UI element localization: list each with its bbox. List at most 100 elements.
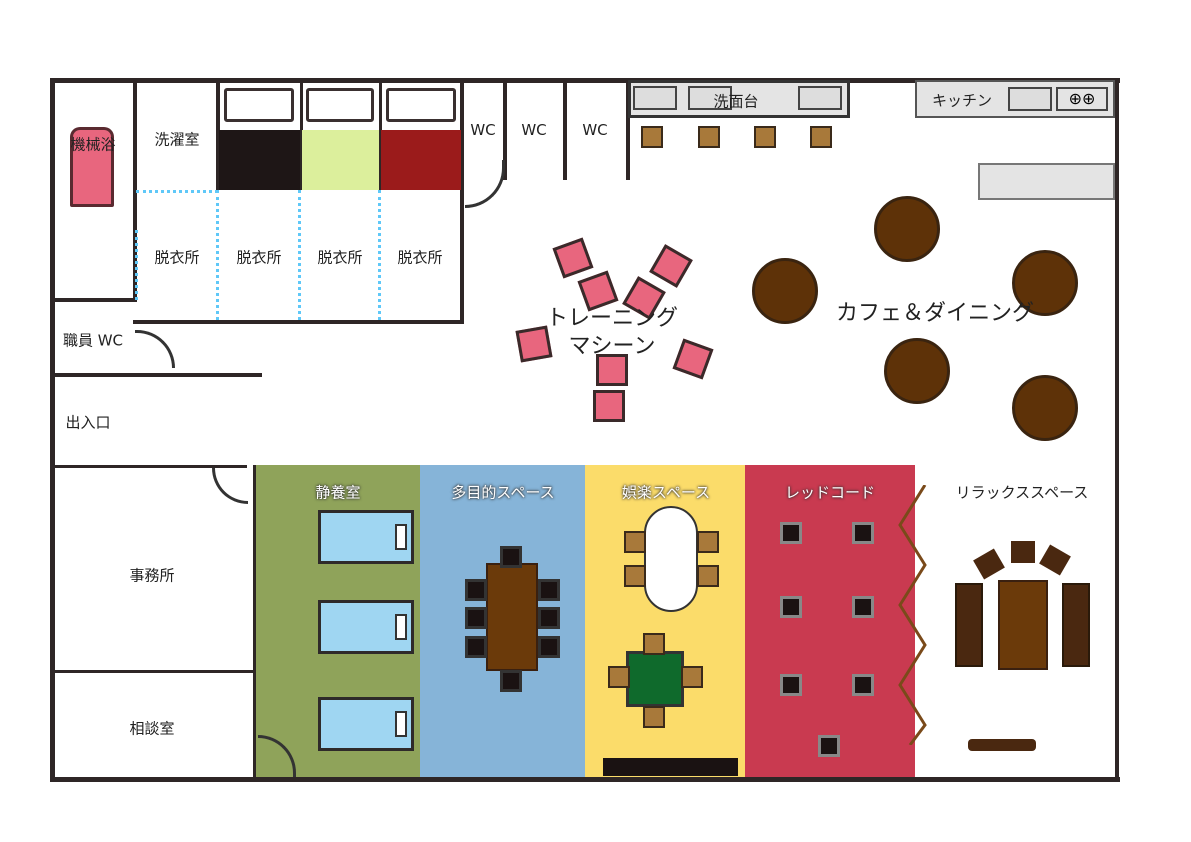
wall <box>216 80 220 190</box>
chair <box>538 636 560 658</box>
dressing-room-label: 脱衣所 <box>154 248 200 267</box>
door-swing <box>135 330 175 368</box>
bath-floor-green <box>302 130 379 190</box>
curtain <box>135 230 138 300</box>
zone-red-cord <box>745 465 915 780</box>
machine-bath-label: 機械浴 <box>70 135 116 154</box>
dining-table <box>884 338 950 404</box>
staff-wc-label: 職員 WC <box>62 331 124 350</box>
stove-icon: ⊕⊕ <box>1056 87 1108 111</box>
wall <box>460 80 464 324</box>
stool <box>1039 544 1071 576</box>
wall <box>253 465 256 780</box>
chair <box>538 607 560 629</box>
red-cord-anchor <box>852 596 874 618</box>
machine-bath-tub <box>70 127 114 207</box>
chair <box>643 633 665 655</box>
laundry-label: 洗濯室 <box>154 130 200 149</box>
chair <box>465 636 487 658</box>
wall <box>503 80 507 180</box>
wc-label: WC <box>521 121 547 139</box>
red-cord-anchor <box>780 674 802 696</box>
oval-table <box>644 506 698 612</box>
curtain <box>298 190 301 320</box>
training-label: マシーン <box>568 334 656 359</box>
training-machine <box>672 338 714 380</box>
wc-label: WC <box>582 121 608 139</box>
red-cord-anchor <box>818 735 840 757</box>
dining-table <box>1012 250 1078 316</box>
zone-label: 娯楽スペース <box>621 483 711 502</box>
bed <box>318 600 414 654</box>
stool <box>810 126 832 148</box>
chair <box>643 706 665 728</box>
curtain <box>136 190 218 193</box>
sofa <box>1062 583 1090 667</box>
consultation-room-label: 相談室 <box>129 719 175 738</box>
chair <box>465 607 487 629</box>
red-cord-anchor <box>852 674 874 696</box>
wall <box>52 298 137 302</box>
chair <box>500 546 522 568</box>
stool <box>1011 541 1035 563</box>
wall-left <box>50 78 55 782</box>
curtain <box>378 190 381 320</box>
wall-bottom <box>50 777 1120 782</box>
dressing-room-label: 脱衣所 <box>397 248 443 267</box>
wc-label: WC <box>470 121 496 139</box>
sink <box>798 86 842 110</box>
dining-table <box>1012 375 1078 441</box>
training-machine <box>649 244 693 288</box>
bed <box>318 697 414 751</box>
wall <box>626 80 630 180</box>
stool <box>973 548 1005 580</box>
chair <box>624 531 646 553</box>
dressing-room-label: 脱衣所 <box>317 248 363 267</box>
chair <box>500 670 522 692</box>
sink <box>1008 87 1052 111</box>
door-swing <box>212 468 248 504</box>
washbasin-label: 洗面台 <box>713 92 759 111</box>
red-cord-anchor <box>780 522 802 544</box>
wall <box>379 80 382 190</box>
bathtub <box>306 88 374 122</box>
wall-top <box>50 78 1120 83</box>
sink <box>688 86 732 110</box>
zone-label: リラックススペース <box>955 483 1089 502</box>
wall <box>300 80 303 190</box>
dressing-room-label: 脱衣所 <box>236 248 282 267</box>
training-label: トレーニング <box>545 306 679 331</box>
coffee-table <box>998 580 1048 670</box>
chair <box>697 565 719 587</box>
red-cord-anchor <box>852 522 874 544</box>
chair <box>697 531 719 553</box>
wall <box>133 80 137 300</box>
wall <box>133 320 463 324</box>
wall <box>52 373 262 377</box>
training-machine <box>593 390 625 422</box>
wall <box>563 80 567 180</box>
wall <box>52 670 255 673</box>
dining-table <box>752 258 818 324</box>
entrance-label[interactable]: 出入口 <box>65 413 111 432</box>
training-machine <box>596 354 628 386</box>
sofa <box>955 583 983 667</box>
pillow <box>395 711 407 737</box>
kitchen-counter <box>915 80 1115 118</box>
chair <box>681 666 703 688</box>
cafe-dining-label: カフェ＆ダイニング <box>835 301 1035 326</box>
shelf <box>603 758 738 776</box>
stool <box>754 126 776 148</box>
wall-right <box>1115 78 1119 782</box>
bathtub <box>224 88 294 122</box>
office-label: 事務所 <box>129 566 175 585</box>
curtain <box>216 190 219 320</box>
zone-label: 静養室 <box>315 483 361 502</box>
bath-floor-black <box>219 130 300 190</box>
sink <box>633 86 677 110</box>
game-table <box>626 651 684 707</box>
zone-label: レッドコード <box>784 483 876 502</box>
wall <box>52 465 247 468</box>
zone-label: 多目的スペース <box>451 483 555 502</box>
training-machine <box>552 237 594 279</box>
